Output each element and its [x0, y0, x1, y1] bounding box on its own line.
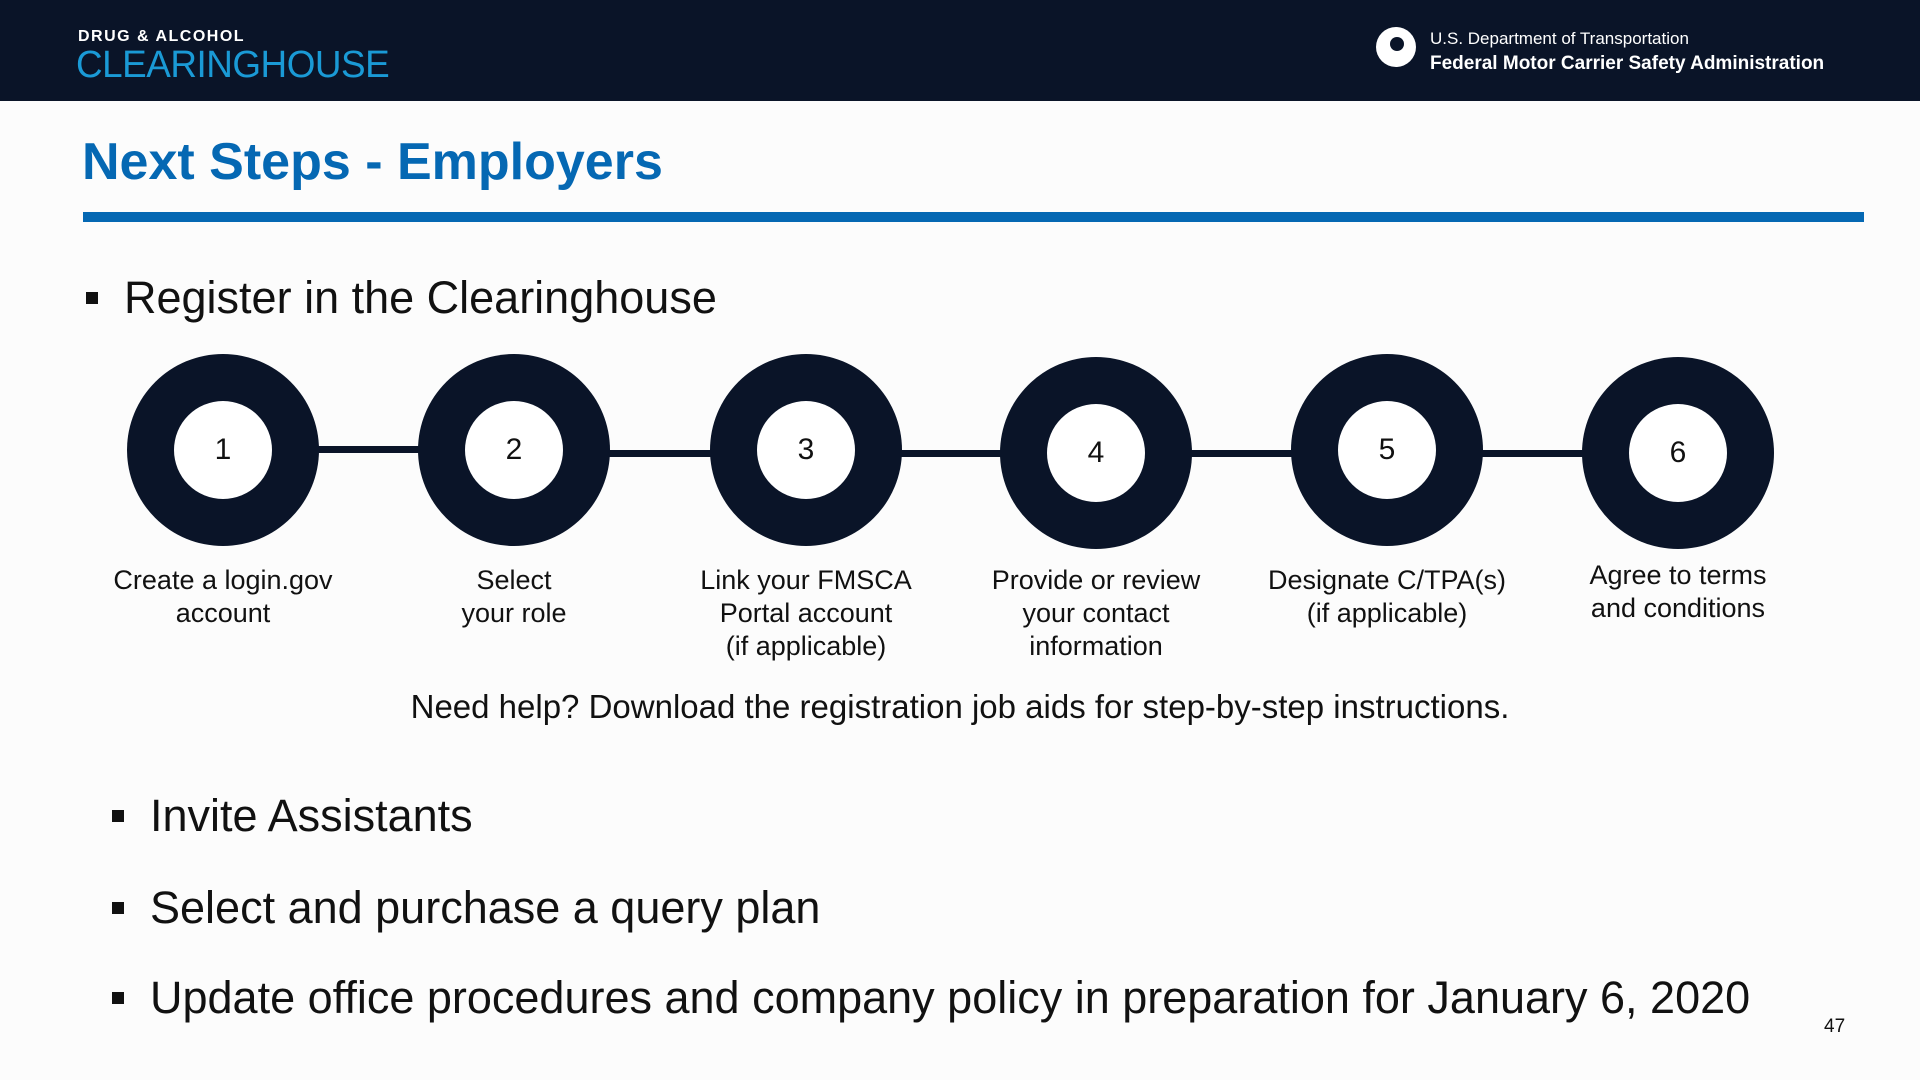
logo-subtitle: DRUG & ALCOHOL — [78, 28, 246, 45]
bullet-text: Update office procedures and company pol… — [150, 972, 1751, 1023]
step-number: 3 — [757, 401, 855, 499]
step-label: Provide or review your contact informati… — [991, 565, 1201, 661]
bullet-icon — [112, 992, 124, 1004]
bullet-icon — [112, 810, 124, 822]
step-connector — [890, 450, 1010, 457]
step-connector — [1180, 450, 1300, 457]
header-bar: DRUG & ALCOHOL CLEARINGHOUSE U.S. Depart… — [0, 0, 1920, 101]
bullet-update: Update office procedures and company pol… — [112, 972, 1750, 1024]
bullet-register: Register in the Clearinghouse — [86, 272, 717, 324]
step-circle: 4 — [1000, 357, 1192, 549]
step-connector — [310, 446, 430, 453]
step-number: 4 — [1047, 404, 1145, 502]
step-connector — [1470, 450, 1590, 457]
bullet-invite: Invite Assistants — [112, 790, 473, 842]
step-circle: 6 — [1582, 357, 1774, 549]
step-number: 2 — [465, 401, 563, 499]
step-circle: 2 — [418, 354, 610, 546]
step-label: Link your FMSCA Portal account (if appli… — [700, 565, 912, 661]
dept-name: U.S. Department of Transportation — [1430, 29, 1689, 48]
step-connector — [600, 450, 720, 457]
step-label: Agree to terms and conditions — [1589, 560, 1767, 623]
step-circle: 5 — [1291, 354, 1483, 546]
clearinghouse-logo: CLEARINGHOUSE — [76, 44, 390, 86]
help-text: Need help? Download the registration job… — [410, 688, 1510, 725]
agency-name: Federal Motor Carrier Safety Administrat… — [1430, 53, 1825, 74]
step-number: 1 — [174, 401, 272, 499]
step-label: Designate C/TPA(s) (if applicable) — [1267, 565, 1507, 628]
step-number: 6 — [1629, 404, 1727, 502]
step-label: Create a login.gov account — [113, 565, 333, 628]
step-label: Select your role — [461, 565, 567, 628]
bullet-query-plan: Select and purchase a query plan — [112, 882, 820, 934]
step-circle: 3 — [710, 354, 902, 546]
bullet-text: Invite Assistants — [150, 790, 473, 841]
bullet-text: Select and purchase a query plan — [150, 882, 821, 933]
page-title: Next Steps - Employers — [82, 133, 663, 191]
step-circle: 1 — [127, 354, 319, 546]
page-number: 47 — [1824, 1016, 1846, 1037]
dot-logo-icon — [1376, 27, 1416, 67]
title-divider — [83, 212, 1864, 222]
step-number: 5 — [1338, 401, 1436, 499]
bullet-icon — [86, 292, 98, 304]
bullet-text: Register in the Clearinghouse — [124, 272, 717, 323]
bullet-icon — [112, 902, 124, 914]
